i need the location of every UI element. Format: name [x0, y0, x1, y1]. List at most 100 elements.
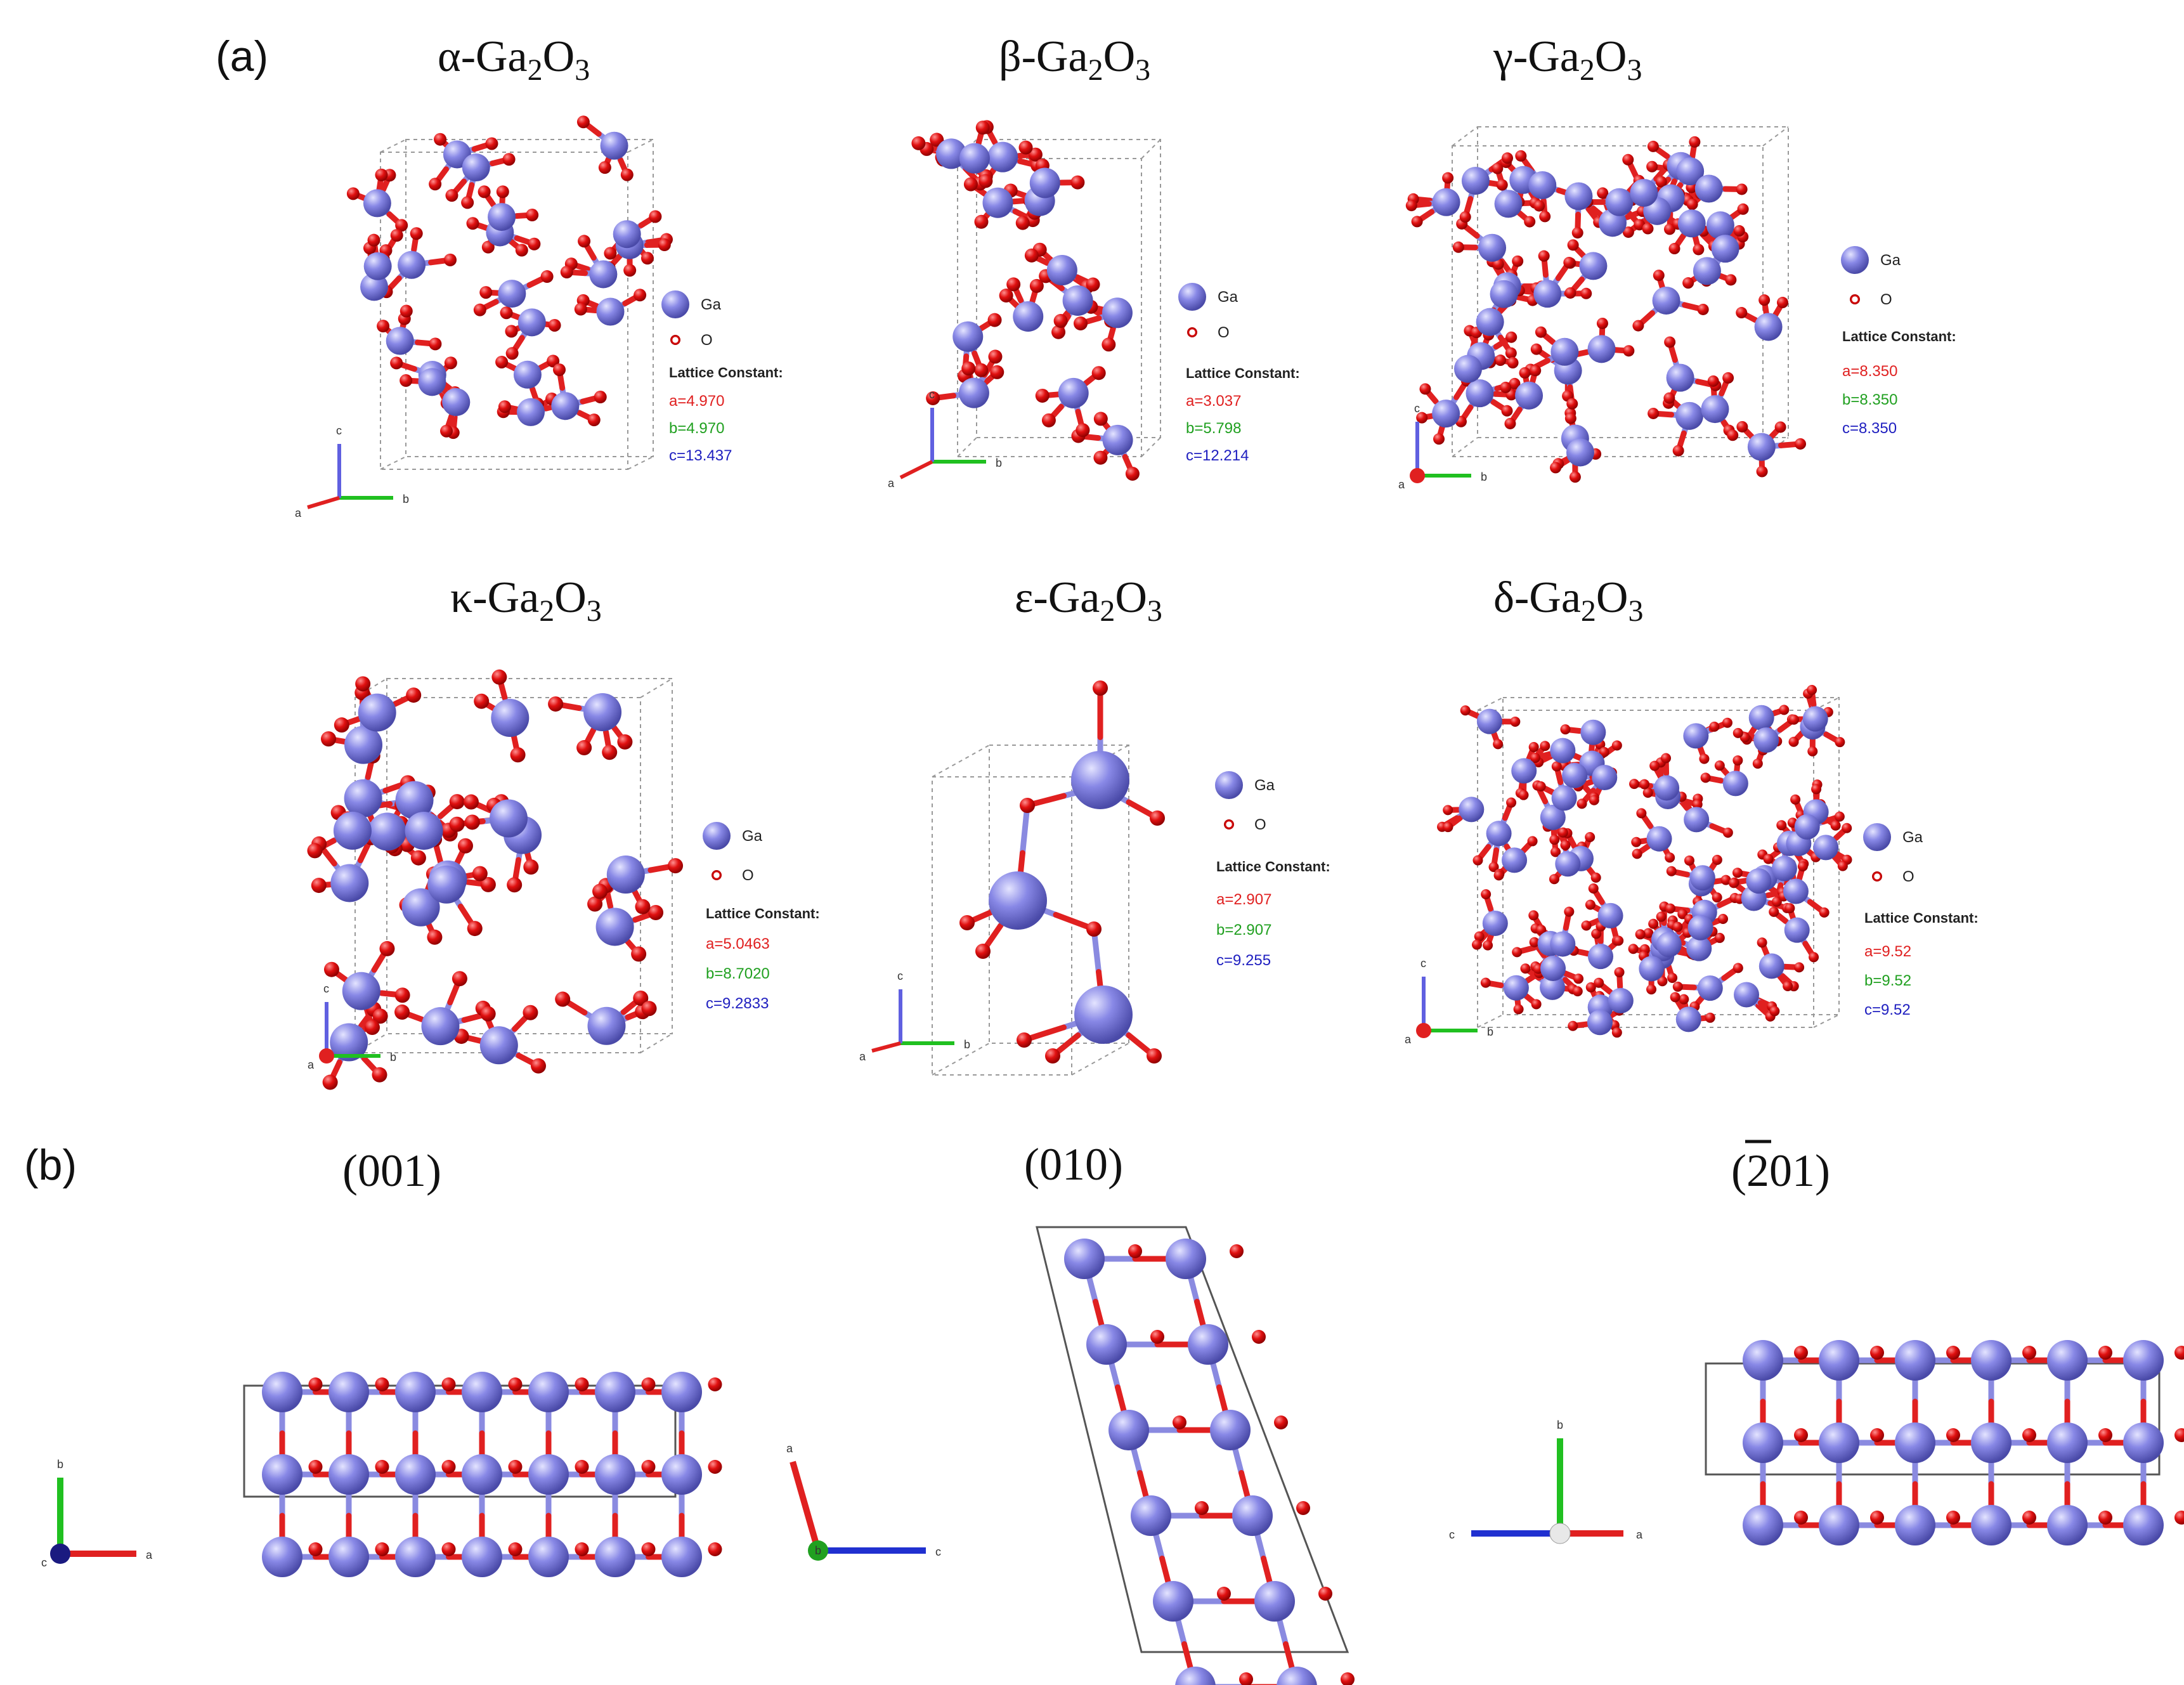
o-atom	[1015, 216, 1030, 230]
o-atom	[480, 876, 496, 892]
o-atom	[1632, 849, 1642, 859]
o-legend-icon	[1850, 294, 1860, 304]
ga-atom	[1013, 301, 1044, 332]
ga-legend-icon	[1178, 283, 1206, 311]
o-legend-label: O	[701, 332, 713, 349]
o-atom	[1506, 797, 1517, 808]
o-atom	[575, 1377, 589, 1391]
o-atom	[1539, 211, 1551, 223]
o-atom	[1667, 972, 1678, 983]
axis-out-dot	[319, 1048, 334, 1064]
o-atom	[1524, 216, 1536, 228]
ga-atom	[395, 1372, 436, 1412]
ga-atom	[1461, 167, 1490, 195]
o-atom	[1585, 899, 1596, 910]
ga-atom	[462, 1454, 502, 1495]
ga-atom	[360, 273, 389, 301]
axis-d-arrow-label: a	[295, 507, 302, 519]
o-atom	[2098, 1346, 2112, 1360]
o-atom	[1665, 903, 1675, 914]
o-atom	[1728, 878, 1739, 888]
o-atom	[1091, 366, 1106, 381]
ga-atom	[595, 908, 634, 946]
ga-atom	[1697, 975, 1723, 1001]
axis-v-arrow-label: b	[57, 1458, 63, 1471]
o-atom	[1732, 727, 1743, 738]
ga-atom	[1675, 1006, 1701, 1032]
o-atom	[631, 946, 647, 962]
ga-atom	[1693, 257, 1721, 285]
o-atom	[406, 687, 422, 703]
axis-h-arrow-label: b	[964, 1038, 970, 1051]
ga-atom	[1153, 1581, 1193, 1622]
ga-atom	[1579, 252, 1608, 280]
o-atom	[1530, 365, 1542, 377]
axis-d-arrow	[871, 1041, 901, 1053]
o-atom	[1150, 810, 1165, 826]
o-atom	[1611, 740, 1622, 751]
o-atom	[1649, 760, 1660, 771]
o-atom	[508, 1542, 523, 1556]
o-atom	[926, 391, 940, 406]
o-atom	[1714, 760, 1725, 771]
o-atom	[498, 400, 511, 413]
ga-atom	[1734, 982, 1760, 1008]
o-atom	[1505, 347, 1517, 359]
o-atom	[1722, 717, 1732, 728]
o-atom	[1515, 150, 1527, 162]
o-atom	[372, 1008, 388, 1024]
lattice-c: c=13.437	[669, 447, 732, 464]
ga-atom	[1562, 762, 1588, 788]
o-atom	[988, 349, 1003, 364]
axis-v-arrow-label: c	[929, 388, 935, 401]
lattice-heading: Lattice Constant:	[669, 365, 783, 381]
ga-atom	[405, 811, 443, 850]
o-atom	[1217, 1587, 1231, 1601]
lattice-c: c=9.2833	[706, 995, 769, 1012]
axis-triad: cab	[786, 1442, 941, 1561]
ga-legend-icon	[1841, 246, 1869, 274]
ga-atom	[1503, 975, 1529, 1001]
o-atom	[394, 987, 410, 1003]
o-atom	[1564, 287, 1576, 299]
axis-d-arrow-label: a	[888, 477, 895, 490]
lattice-b: b=4.970	[669, 420, 724, 437]
ga-atom	[1971, 1422, 2012, 1463]
o-atom	[429, 178, 442, 191]
o-atom	[1707, 375, 1719, 387]
o-atom	[598, 161, 611, 174]
axis-h-label: c	[935, 1545, 941, 1558]
ga-legend-label: Ga	[742, 828, 763, 845]
o-atom	[1628, 944, 1639, 954]
o-atom	[1173, 1415, 1186, 1429]
ga-atom	[1895, 1340, 1935, 1381]
ga-atom	[2047, 1505, 2088, 1545]
o-atom	[1629, 779, 1640, 790]
axis-h-arrow-label: b	[1481, 471, 1487, 483]
o-atom	[1076, 423, 1090, 438]
o-atom	[594, 391, 607, 404]
o-atom	[1493, 739, 1504, 750]
o-atom	[978, 174, 993, 188]
o-atom	[1700, 772, 1711, 783]
lattice-c: c=9.52	[1864, 1001, 1911, 1018]
o-atom	[441, 1460, 456, 1474]
o-atom	[1483, 940, 1493, 951]
o-atom	[1664, 336, 1676, 348]
o-atom	[480, 1006, 496, 1022]
o-atom	[1093, 412, 1108, 426]
o-atom	[410, 227, 423, 240]
alpha-legend: Ga O Lattice Constant: a=4.970 b=4.970 c…	[661, 290, 783, 464]
o-atom	[1086, 921, 1102, 937]
ga-atom	[1102, 297, 1133, 329]
o-atom	[481, 240, 495, 254]
o-atom	[1074, 316, 1088, 331]
o-atom	[592, 883, 608, 899]
o-atom	[1509, 377, 1521, 389]
o-atom	[1819, 907, 1830, 918]
alpha-structure	[346, 115, 673, 470]
o-atom	[634, 289, 647, 302]
o-atom	[1492, 162, 1504, 174]
o-atom	[1102, 337, 1116, 352]
axis-out-dot	[1416, 1023, 1431, 1038]
